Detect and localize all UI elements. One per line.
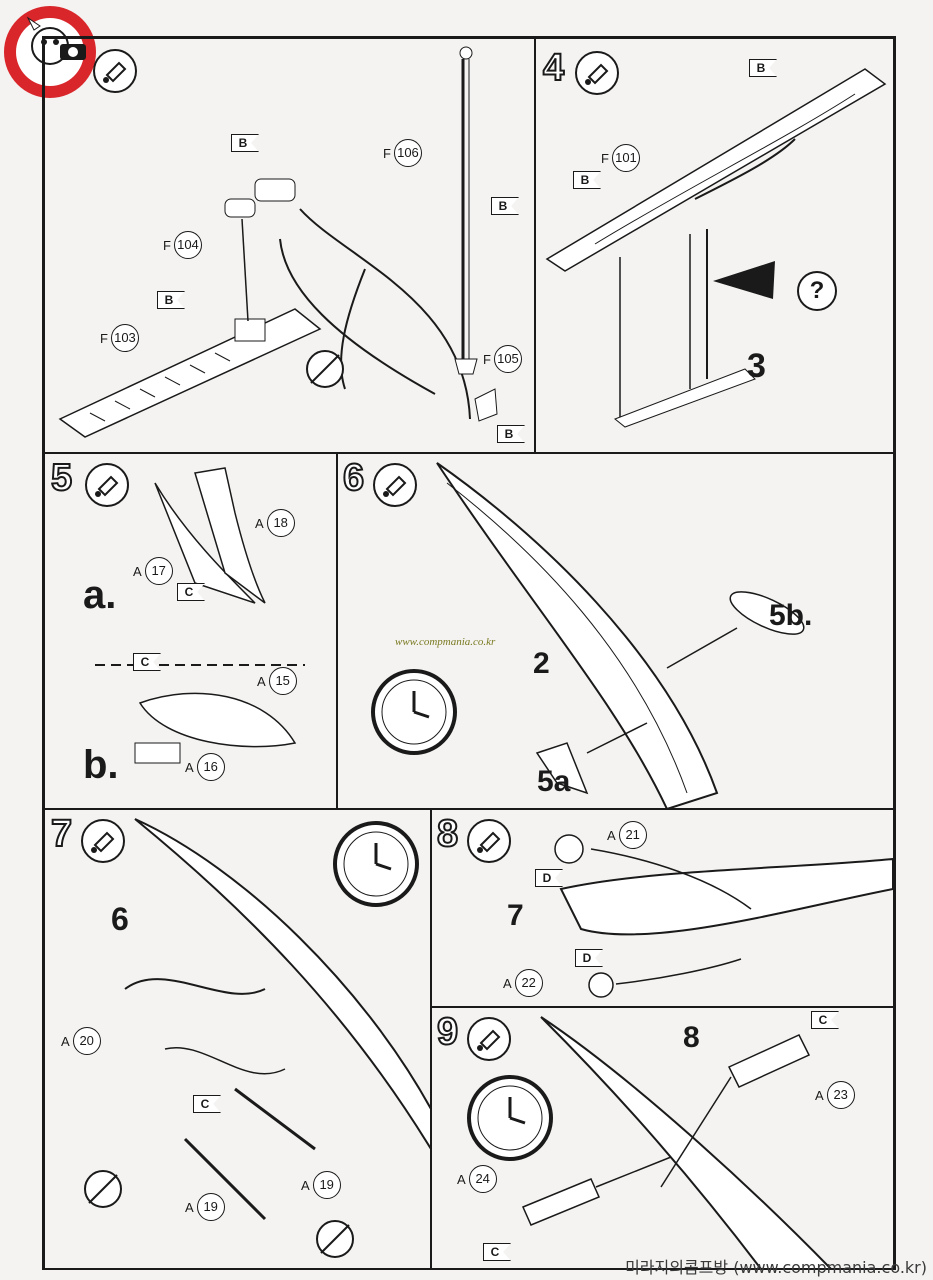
part-flag-c: C <box>193 1095 221 1113</box>
clock-icon <box>371 669 457 755</box>
step-number: 9 <box>436 1011 459 1053</box>
part-flag-b: B <box>749 59 777 77</box>
part-flag-d: D <box>535 869 563 887</box>
part-flag-c: C <box>177 583 205 601</box>
subassembly-number: 2 <box>533 647 550 680</box>
step-number: 7 <box>50 813 73 855</box>
subassembly-number: 6 <box>111 901 129 937</box>
clock-icon <box>467 1075 553 1161</box>
watermark-url: www.compmania.co.kr <box>395 636 496 648</box>
part-flag-b-2: B <box>157 291 185 309</box>
step-5-drawing <box>95 467 305 764</box>
step-number: 6 <box>342 457 365 499</box>
step-8-drawing <box>554 834 893 998</box>
subassembly-number: 3 <box>747 347 766 385</box>
substep-5a-label: 5a <box>537 765 571 798</box>
step-6-panel: 6 2 5b. 5a <box>336 452 894 810</box>
subassembly-number: 8 <box>683 1021 700 1054</box>
part-flag-b-4: B <box>497 425 525 443</box>
step-number: 4 <box>542 47 565 89</box>
step-number: 5 <box>50 457 73 499</box>
part-flag-d-2: D <box>575 949 603 967</box>
substep-a-label: a. <box>83 573 117 617</box>
glue-icon <box>467 819 511 863</box>
step-9-drawing <box>522 1016 833 1269</box>
part-flag-b-2: B <box>573 171 601 189</box>
substep-5b-label: 5b. <box>769 599 813 632</box>
glue-icon <box>85 463 129 507</box>
part-flag-b-3: B <box>491 197 519 215</box>
question-icon: ? <box>797 271 837 311</box>
step-7-drawing <box>84 818 431 1258</box>
glue-icon <box>373 463 417 507</box>
part-flag-b: B <box>231 134 259 152</box>
step-number: 8 <box>436 813 459 855</box>
part-flag-c-2: C <box>133 653 161 671</box>
subassembly-number: 7 <box>507 899 524 932</box>
glue-icon <box>81 819 125 863</box>
footer-watermark: 미라지의콤프방 (www.compmania.co.kr) <box>625 1258 927 1277</box>
glue-icon <box>467 1017 511 1061</box>
clock-icon <box>333 821 419 907</box>
compmania-logo <box>0 0 110 108</box>
part-flag-c-2: C <box>483 1243 511 1261</box>
substep-b-label: b. <box>83 743 119 787</box>
step-3-drawing <box>58 46 498 438</box>
step-4-drawing <box>545 68 887 428</box>
glue-icon <box>575 51 619 95</box>
glue-icon <box>93 49 137 93</box>
step-6-drawing <box>436 462 805 809</box>
part-flag-c: C <box>811 1011 839 1029</box>
